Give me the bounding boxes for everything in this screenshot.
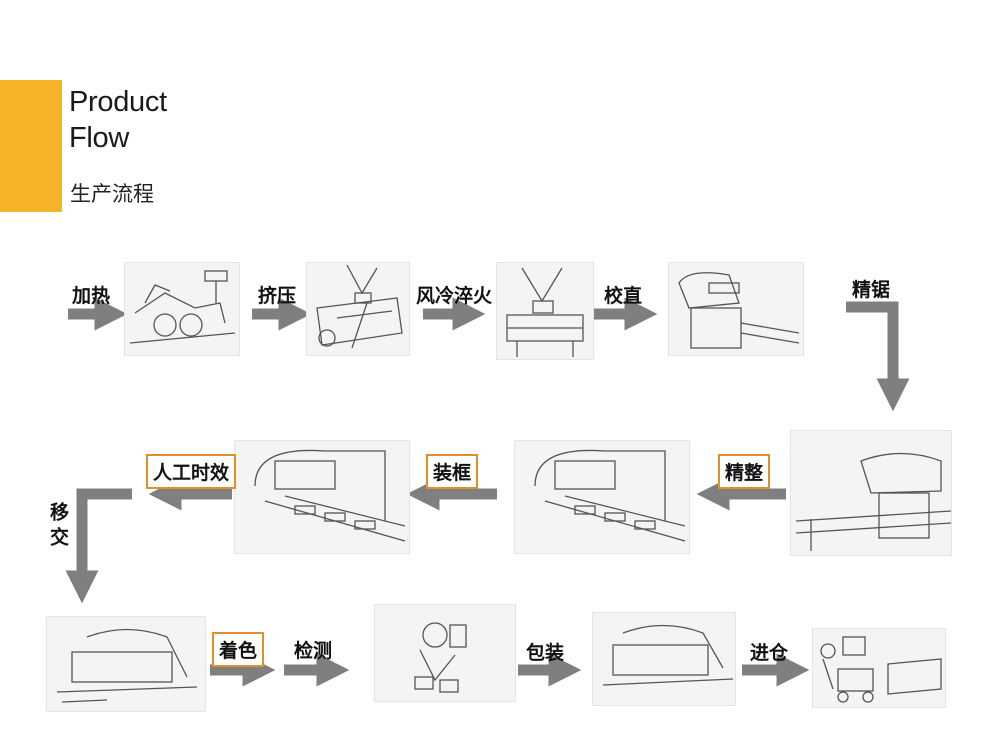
step-artificial-aging: 人工时效 (146, 454, 237, 489)
step-finishing: 精整 (718, 454, 771, 489)
illustration-sawing (790, 430, 952, 556)
title-line-1: Product (69, 86, 167, 118)
step-inspection: 检测 (294, 640, 333, 662)
step-straightening: 校直 (604, 285, 643, 307)
step-heating: 加热 (72, 285, 111, 307)
step-framing: 装框 (426, 454, 479, 489)
illustration-inspection (374, 604, 516, 702)
step-transfer: 移交 (47, 502, 69, 552)
step-extrusion: 挤压 (258, 285, 297, 307)
step-coloring: 着色 (212, 632, 265, 667)
illustration-finishing (514, 440, 690, 554)
arrow-transfer (65, 488, 132, 604)
title-line-2: Flow (69, 122, 130, 154)
step-quenching: 风冷淬火 (416, 285, 493, 307)
arrow-sawing (846, 301, 910, 412)
step-packaging: 包装 (526, 642, 565, 664)
illustration-warehousing (812, 628, 946, 708)
illustration-heating (124, 262, 240, 356)
illustration-straightening (668, 262, 804, 356)
illustration-quenching (496, 262, 594, 360)
step-warehousing: 进仓 (750, 642, 789, 664)
accent-bar (0, 80, 62, 212)
illustration-extrusion (306, 262, 410, 356)
illustration-framing (234, 440, 410, 554)
step-precision-sawing: 精锯 (852, 279, 891, 301)
illustration-transfer (46, 616, 206, 712)
page-title: Product Flow (69, 84, 167, 156)
illustration-packaging (592, 612, 736, 706)
page-subtitle: 生产流程 (70, 182, 154, 206)
